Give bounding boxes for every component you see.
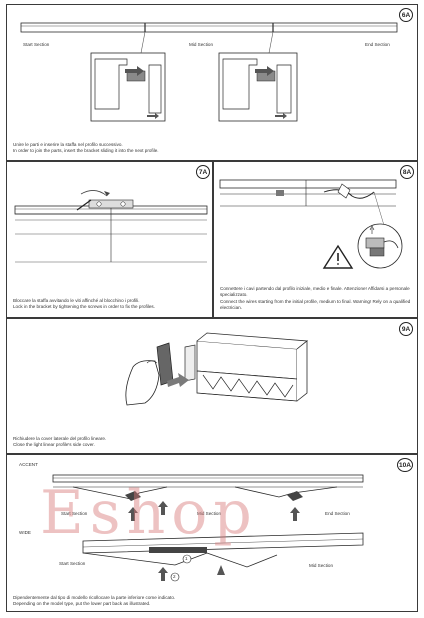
step-7a-panel: 7A Bloccare la staffa avvitando le viti … <box>6 161 213 318</box>
up-arrow-icon <box>290 507 300 521</box>
step-2-marker <box>170 572 180 582</box>
up-arrow-icon <box>158 567 168 581</box>
step-9a-caption-it: Richiudere la cover laterale del profilo… <box>13 436 107 441</box>
step-7a-caption-en: Lock in the bracket by tightening the sc… <box>13 304 155 309</box>
step-7a-badge: 7A <box>196 165 210 179</box>
step-10a-panel: 10A ACCENT WIDE Start Section Mid Sectio… <box>6 454 418 612</box>
step-6a-caption-en: In order to join the parts, insert the b… <box>13 148 159 153</box>
end-section-label: End Section <box>365 42 390 47</box>
step-8a-caption-it: Connettere i cavi partendo dal profilo i… <box>220 286 410 298</box>
step-1-number: 1 <box>185 556 188 561</box>
step-10a-caption-it: Dipendentemente dal tipo di modello rico… <box>13 595 176 600</box>
step-10a-badge: 10A <box>397 458 413 472</box>
step-9a-caption-en: Close the light linear profile's side co… <box>13 442 95 447</box>
step-8a-badge: 8A <box>400 165 414 179</box>
start-section-label: Start Section <box>61 511 88 516</box>
step-6a-illustration <box>20 22 398 122</box>
step-7a-caption-it: Bloccare la staffa avvitando le viti aff… <box>13 298 140 303</box>
hand-illustration <box>125 360 160 406</box>
push-arrow-icon <box>167 373 189 387</box>
end-section-label: End Section <box>325 511 350 516</box>
step-1-marker <box>182 554 192 564</box>
wide-start-section-label: Start Section <box>59 561 86 566</box>
start-section-label: Start Section <box>23 42 50 47</box>
up-arrow-icon <box>217 565 225 575</box>
step-8a-panel: 8A Connettere i cavi partendo dal profil… <box>213 161 418 318</box>
step-10a-caption-en: Depending on the model type, put the low… <box>13 601 151 606</box>
wide-label: WIDE <box>19 530 31 535</box>
wide-mid-section-label: Mid Section <box>309 563 334 568</box>
mid-section-label: Mid Section <box>189 42 214 47</box>
step-9a-panel: 9A Richiudere la cover laterale del prof… <box>6 318 418 454</box>
eshop-watermark: Eshop <box>40 478 258 548</box>
step-10a-illustration <box>52 474 364 582</box>
step-7a-illustration <box>14 190 208 263</box>
step-9a-badge: 9A <box>399 322 413 336</box>
step-6a-panel: 6A Start Section Mid Section End Sectio <box>6 4 418 161</box>
right-joint-detail <box>218 52 298 122</box>
up-arrow-icon <box>128 507 138 521</box>
left-joint-detail <box>90 52 166 122</box>
step-2-number: 2 <box>173 574 176 579</box>
step-8a-illustration <box>219 179 403 269</box>
mid-section-label: Mid Section <box>197 511 222 516</box>
up-arrow-icon <box>158 501 168 515</box>
step-6a-badge: 6A <box>399 8 413 22</box>
step-9a-illustration <box>125 332 309 406</box>
step-8a-caption-en: Connect the wires starting from the init… <box>220 299 411 311</box>
step-6a-caption-it: Unire le parti e inserire la staffa nel … <box>13 142 123 147</box>
accent-label: ACCENT <box>19 462 38 467</box>
